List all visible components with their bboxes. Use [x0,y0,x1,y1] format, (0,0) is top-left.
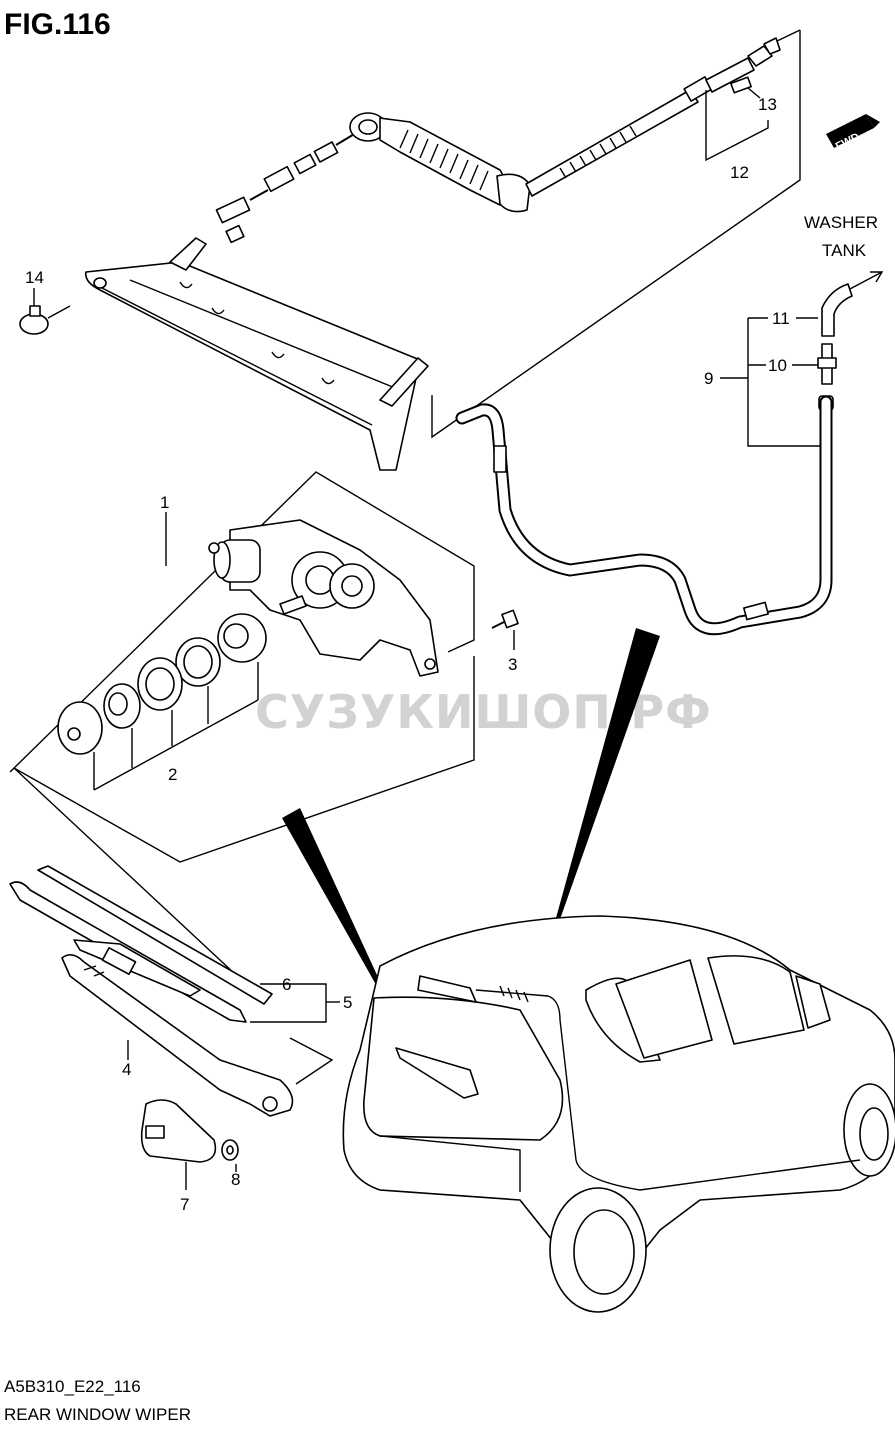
vehicle-rear [342,915,895,1313]
callout-8: 8 [231,1170,240,1189]
pointer-wedges [282,628,660,1038]
wiper-arm-blade: 4 6 5 [9,767,352,1117]
bolt-14: 14 [19,268,71,335]
callout-12-13: 13 12 [705,87,777,182]
washer-hose [455,395,833,636]
figure-title: FIG.116 [4,8,111,41]
washer-tank-arrow-icon [847,271,884,291]
callout-7: 7 [180,1195,189,1214]
callout-3: 3 [508,655,517,674]
wiper-motor-bracket [84,237,429,471]
callout-12: 12 [730,163,749,182]
washer-hose-panel [431,29,801,439]
washer-tank-label-2: TANK [822,241,867,260]
callout-9: 9 [704,369,713,388]
fwd-arrow-icon: FWD [826,114,880,153]
pivot-seals: 2 [57,613,267,791]
callout-1: 1 [160,493,169,512]
wiper-harness-cable [215,37,781,244]
callout-5: 5 [343,993,352,1012]
bolt-3: 3 [491,609,519,674]
motor-assembly-frame: 1 [9,471,475,863]
callout-13: 13 [758,95,777,114]
washer-tank-label: WASHER [804,213,878,232]
wiper-motor [208,519,439,677]
figure-name: REAR WINDOW WIPER [4,1405,191,1424]
callout-2: 2 [168,765,177,784]
callout-14: 14 [25,268,44,287]
callout-4: 4 [122,1060,131,1079]
cap-7-nut-8: 7 8 [140,1099,240,1214]
callout-10: 10 [768,356,787,375]
watermark: СУЗУКИШОП.РФ [255,685,712,739]
washer-hose-parts: 11 10 9 [704,283,853,447]
figure-code: A5B310_E22_116 [4,1377,141,1396]
callout-11: 11 [772,309,790,328]
callout-6: 6 [282,975,291,994]
